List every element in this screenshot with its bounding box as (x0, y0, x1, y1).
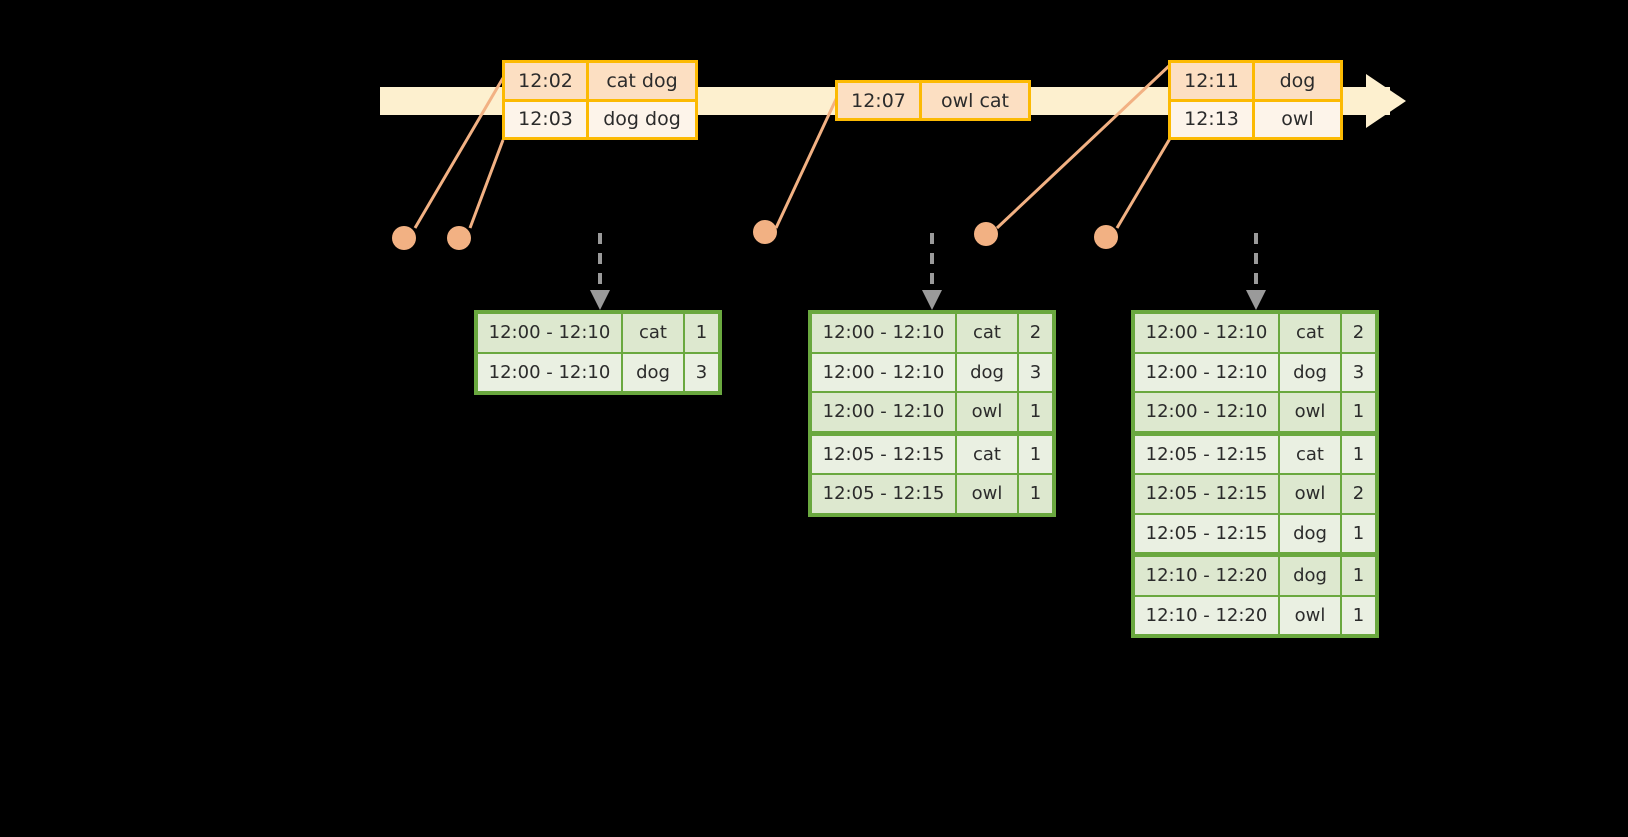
count-cell: 3 (1352, 361, 1365, 383)
table-row: 12:10 - 12:20 owl 1 (1135, 594, 1375, 634)
event-time: 12:02 (505, 63, 589, 99)
key-cell: dog (623, 353, 685, 391)
count-cell: 2 (1029, 322, 1042, 344)
event-row: 12:03 dog dog (505, 98, 695, 137)
count-cell: 1 (1352, 522, 1365, 544)
count-cell: 1 (1029, 483, 1042, 505)
event-dot-3 (753, 220, 777, 244)
event-dot-5 (1094, 225, 1118, 249)
table-row: 12:00 - 12:10 dog 3 (478, 351, 718, 391)
table-row: 12:05 - 12:15 cat 1 (1135, 430, 1375, 473)
result-table-2: 12:00 - 12:10 cat 2 12:00 - 12:10 dog 3 … (808, 310, 1056, 517)
event-row: 12:11 dog (1171, 63, 1340, 99)
table-row: 12:05 - 12:15 dog 1 (1135, 512, 1375, 552)
timeline-arrow-icon (1366, 74, 1406, 128)
key-cell: dog (1280, 557, 1342, 595)
window-cell: 12:05 - 12:15 (1135, 475, 1280, 513)
key-cell: cat (957, 435, 1019, 473)
key-cell: dog (1280, 514, 1342, 552)
event-time: 12:07 (838, 83, 922, 118)
table-row: 12:10 - 12:20 dog 1 (1135, 552, 1375, 595)
window-cell: 12:05 - 12:15 (812, 475, 957, 513)
event-text: dog (1279, 69, 1316, 92)
count-cell: 2 (1352, 322, 1365, 344)
key-cell: dog (1280, 353, 1342, 391)
window-cell: 12:00 - 12:10 (812, 314, 957, 352)
event-row: 12:07 owl cat (838, 83, 1028, 118)
table-row: 12:00 - 12:10 cat 2 (1135, 314, 1375, 352)
event-text: cat dog (606, 69, 678, 92)
event-dot-4 (974, 222, 998, 246)
key-cell: cat (1280, 435, 1342, 473)
event-box-1: 12:02 cat dog 12:03 dog dog (502, 60, 698, 140)
count-cell: 1 (1352, 401, 1365, 423)
event-box-2: 12:07 owl cat (835, 80, 1031, 121)
table-row: 12:00 - 12:10 cat 1 (478, 314, 718, 352)
event-text: owl (1281, 108, 1314, 131)
table-row: 12:05 - 12:15 owl 2 (1135, 473, 1375, 513)
table-row: 12:00 - 12:10 owl 1 (812, 391, 1052, 431)
count-cell: 1 (1352, 565, 1365, 587)
window-cell: 12:10 - 12:20 (1135, 557, 1280, 595)
key-cell: owl (1280, 596, 1342, 634)
event-text: owl cat (940, 89, 1010, 112)
event-time: 12:13 (1171, 101, 1255, 137)
count-cell: 2 (1352, 483, 1365, 505)
count-cell: 1 (1352, 604, 1365, 626)
table-row: 12:00 - 12:10 owl 1 (1135, 391, 1375, 431)
event-row: 12:13 owl (1171, 98, 1340, 137)
event-text: dog dog (603, 108, 681, 131)
key-cell: owl (1280, 393, 1342, 431)
event-time: 12:03 (505, 101, 589, 137)
window-cell: 12:05 - 12:15 (812, 435, 957, 473)
table-row: 12:00 - 12:10 dog 3 (1135, 351, 1375, 391)
window-cell: 12:00 - 12:10 (812, 353, 957, 391)
key-cell: owl (957, 475, 1019, 513)
result-table-1: 12:00 - 12:10 cat 1 12:00 - 12:10 dog 3 (474, 310, 722, 395)
table-row: 12:05 - 12:15 owl 1 (812, 473, 1052, 513)
event-dot-1 (392, 226, 416, 250)
result-table-3: 12:00 - 12:10 cat 2 12:00 - 12:10 dog 3 … (1131, 310, 1379, 638)
window-cell: 12:00 - 12:10 (1135, 353, 1280, 391)
event-row: 12:02 cat dog (505, 63, 695, 99)
count-cell: 3 (1029, 361, 1042, 383)
count-cell: 1 (695, 322, 708, 344)
event-box-3: 12:11 dog 12:13 owl (1168, 60, 1343, 140)
window-cell: 12:00 - 12:10 (478, 353, 623, 391)
window-cell: 12:10 - 12:20 (1135, 596, 1280, 634)
key-cell: owl (957, 393, 1019, 431)
table-row: 12:00 - 12:10 dog 3 (812, 351, 1052, 391)
count-cell: 1 (1029, 443, 1042, 465)
count-cell: 1 (1029, 401, 1042, 423)
event-time: 12:11 (1171, 63, 1255, 99)
count-cell: 3 (695, 361, 708, 383)
table-row: 12:05 - 12:15 cat 1 (812, 430, 1052, 473)
key-cell: cat (1280, 314, 1342, 352)
table-row: 12:00 - 12:10 cat 2 (812, 314, 1052, 352)
key-cell: owl (1280, 475, 1342, 513)
key-cell: cat (957, 314, 1019, 352)
key-cell: dog (957, 353, 1019, 391)
count-cell: 1 (1352, 443, 1365, 465)
key-cell: cat (623, 314, 685, 352)
window-cell: 12:00 - 12:10 (478, 314, 623, 352)
window-cell: 12:05 - 12:15 (1135, 514, 1280, 552)
window-cell: 12:00 - 12:10 (812, 393, 957, 431)
event-dot-2 (447, 226, 471, 250)
window-cell: 12:00 - 12:10 (1135, 314, 1280, 352)
window-cell: 12:05 - 12:15 (1135, 435, 1280, 473)
window-cell: 12:00 - 12:10 (1135, 393, 1280, 431)
